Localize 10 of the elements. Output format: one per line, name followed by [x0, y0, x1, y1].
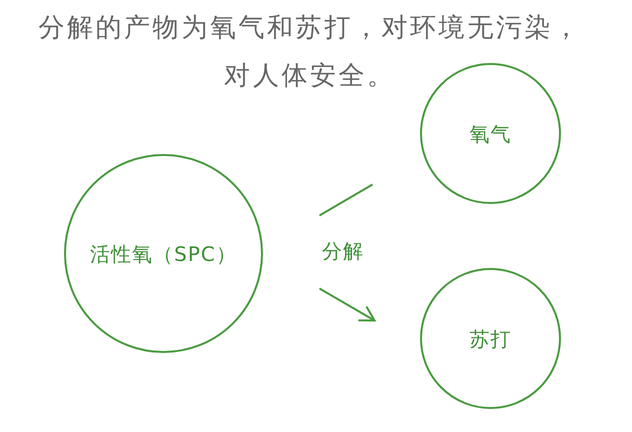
- circle-node: [64, 154, 263, 353]
- node-label: 氧气: [470, 120, 512, 146]
- arrow: [319, 288, 376, 322]
- process-label: 分解: [322, 238, 364, 264]
- circle-node: [420, 268, 561, 409]
- title-text: 分解的产物为氧气和苏打，对环境无污染，对人体安全。: [37, 12, 583, 93]
- node-label: 活性氧（SPC）: [90, 240, 237, 266]
- connector-line: [319, 184, 373, 216]
- circle-node: [420, 63, 561, 204]
- node-label: 苏打: [470, 326, 512, 352]
